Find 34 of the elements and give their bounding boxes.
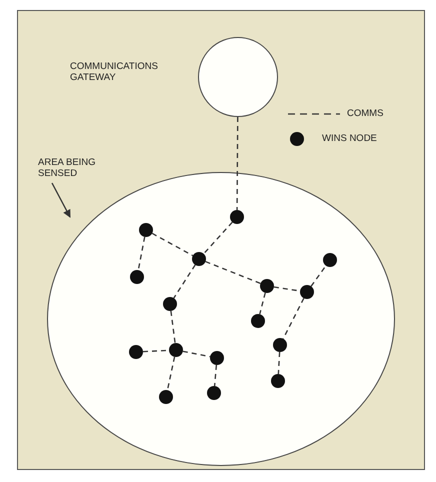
sensor-node-dot (192, 252, 206, 266)
sensor-node-dot (128, 344, 142, 358)
leader-arrow (51, 182, 71, 218)
gateway-label: COMMUNICATIONS GATEWAY (70, 61, 159, 83)
comms-link (166, 356, 176, 390)
comms-link (214, 364, 218, 386)
sensor-node-dot (162, 296, 176, 310)
comms-link (278, 352, 280, 374)
comms-link (259, 292, 266, 314)
sensor-node-dot (158, 390, 172, 404)
legend-label: COMMS (347, 108, 384, 119)
sensor-node-dot (272, 338, 286, 352)
sensor-node-dot (300, 284, 314, 298)
sensor-node-dot (260, 278, 274, 292)
area-label: AREA BEING SENSED (38, 157, 118, 181)
sensor-node-dot (210, 350, 224, 364)
sensor-node-dot (270, 374, 284, 388)
sensor-node-dot (250, 314, 264, 328)
sensor-node-dot (322, 252, 336, 266)
comms-link (170, 310, 176, 344)
sensor-node-dot (206, 386, 220, 400)
legend-label: WINS NODE (322, 133, 377, 144)
comms-link (152, 232, 194, 256)
comms-link (138, 236, 146, 270)
sensor-node-dot (130, 270, 144, 284)
comms-link (205, 260, 261, 284)
comms-link (173, 264, 196, 298)
sensor-node-dot (138, 222, 152, 236)
sensor-node-dot (230, 210, 244, 224)
sensor-node-dot (168, 342, 182, 356)
comms-link (203, 222, 233, 254)
comms-link (310, 265, 326, 287)
comms-link (182, 350, 210, 358)
comms-link (236, 117, 238, 210)
